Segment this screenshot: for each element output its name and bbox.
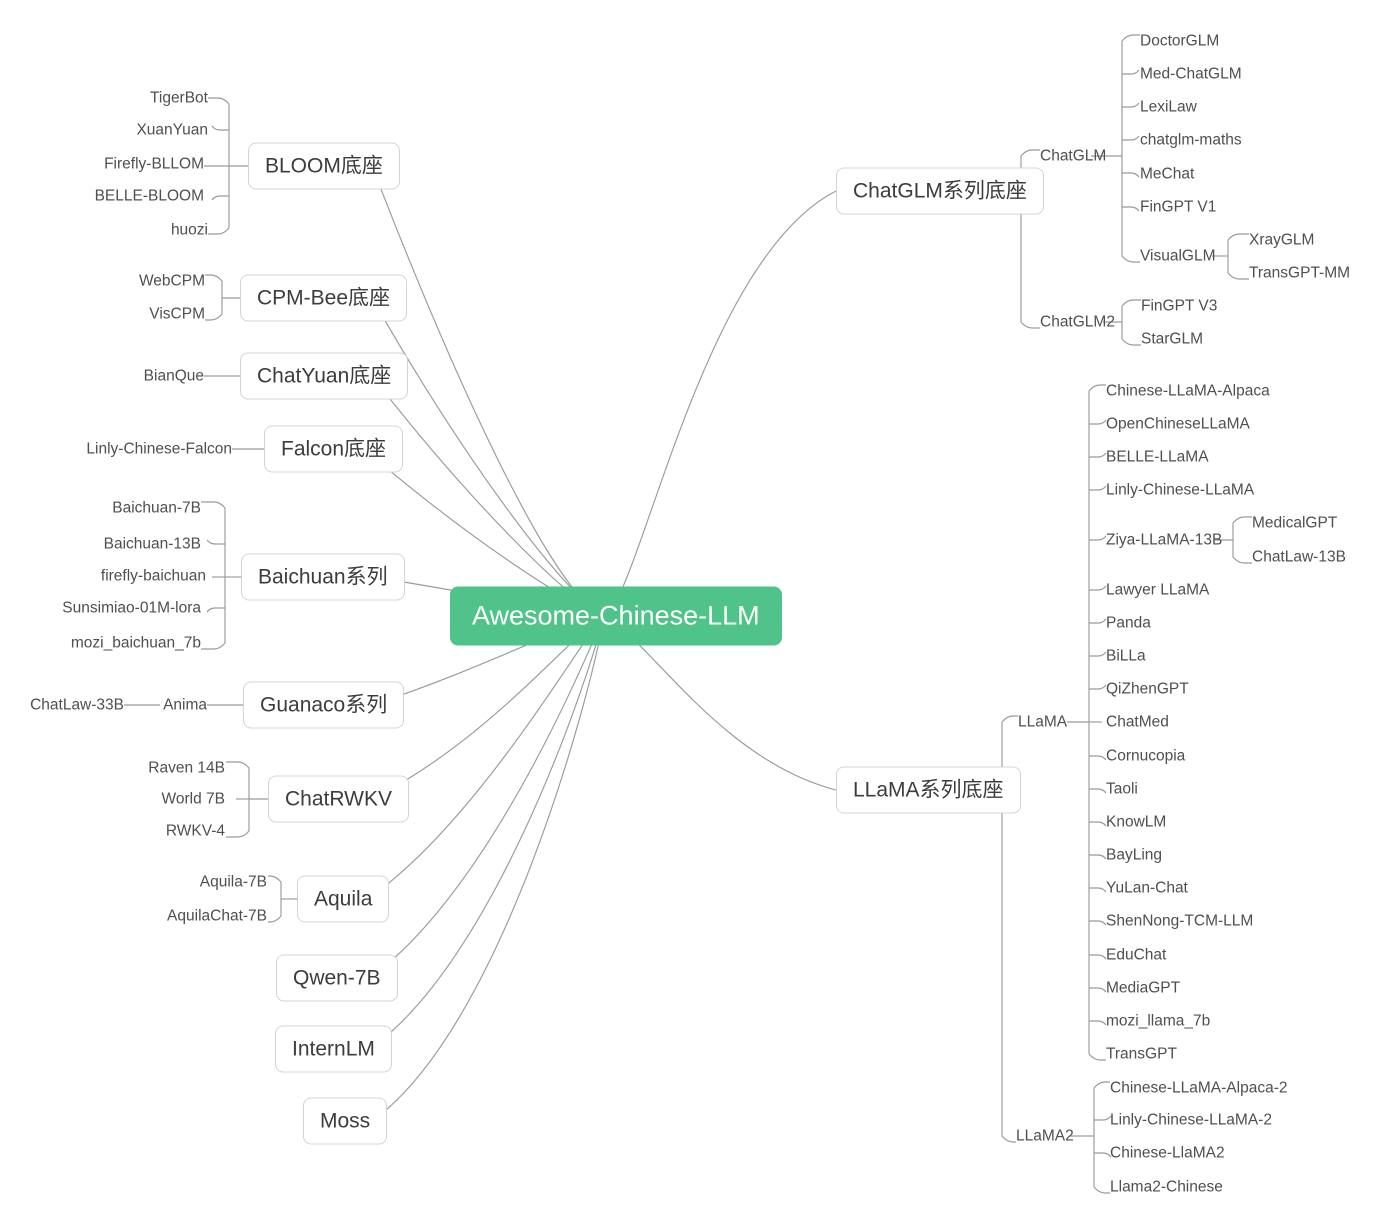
leaf-chatmed[interactable]: ChatMed <box>1106 713 1169 731</box>
leaf-anima[interactable]: Anima <box>163 696 207 714</box>
leaf-belle-llama[interactable]: BELLE-LLaMA <box>1106 448 1209 466</box>
group-llama[interactable]: LLaMA <box>1018 713 1068 731</box>
leaf-panda[interactable]: Panda <box>1106 614 1151 632</box>
group-llama2[interactable]: LLaMA2 <box>1016 1127 1074 1145</box>
leaf-belle-bloom[interactable]: BELLE-BLOOM <box>94 187 204 205</box>
leaf-mediagpt[interactable]: MediaGPT <box>1106 979 1181 997</box>
leaf-med-chatglm[interactable]: Med-ChatGLM <box>1140 65 1242 83</box>
leaf-firefly-bllom[interactable]: Firefly-BLLOM <box>104 155 204 173</box>
leaf-lawyer-llama[interactable]: Lawyer LLaMA <box>1106 581 1210 599</box>
branch-cpm-bee[interactable]: CPM-Bee底座 <box>240 274 408 322</box>
leaf-mozi-llama-7b[interactable]: mozi_llama_7b <box>1106 1012 1211 1030</box>
leaf-webcpm[interactable]: WebCPM <box>138 272 205 290</box>
leaf-taoli[interactable]: Taoli <box>1106 780 1138 798</box>
leaf-starglm[interactable]: StarGLM <box>1141 330 1204 348</box>
leaf-aquila-7b[interactable]: Aquila-7B <box>199 873 267 891</box>
leaf-chinese-llama-alpaca-2[interactable]: Chinese-LLaMA-Alpaca-2 <box>1110 1079 1288 1097</box>
leaf-llama2-chinese[interactable]: Llama2-Chinese <box>1110 1178 1223 1196</box>
leaf-openchinesellama[interactable]: OpenChineseLLaMA <box>1106 415 1250 433</box>
leaf-doctorglm[interactable]: DoctorGLM <box>1140 32 1220 50</box>
leaf-lexilaw[interactable]: LexiLaw <box>1140 98 1197 116</box>
leaf-mozi-baichuan-7b[interactable]: mozi_baichuan_7b <box>70 634 201 652</box>
leaf-viscpm[interactable]: VisCPM <box>149 305 205 323</box>
group-chatglm2[interactable]: ChatGLM2 <box>1040 313 1115 331</box>
leaf-medicalgpt[interactable]: MedicalGPT <box>1252 514 1338 532</box>
branch-llama-series[interactable]: LLaMA系列底座 <box>836 766 1021 814</box>
leaf-qizhengpt[interactable]: QiZhenGPT <box>1106 680 1189 698</box>
branch-guanaco[interactable]: Guanaco系列 <box>243 681 405 729</box>
branch-baichuan[interactable]: Baichuan系列 <box>241 553 405 601</box>
leaf-linly-chinese-falcon[interactable]: Linly-Chinese-Falcon <box>86 440 232 458</box>
leaf-xrayglm[interactable]: XrayGLM <box>1249 231 1315 249</box>
leaf-bayling[interactable]: BayLing <box>1106 846 1163 864</box>
leaf-sunsimiao-01m-lora[interactable]: Sunsimiao-01M-lora <box>62 599 201 617</box>
leaf-mechat[interactable]: MeChat <box>1140 165 1195 183</box>
branch-moss[interactable]: Moss <box>303 1097 388 1145</box>
leaf-xuanyuan[interactable]: XuanYuan <box>136 121 208 139</box>
leaf-visualglm[interactable]: VisualGLM <box>1140 247 1216 265</box>
leaf-educhat[interactable]: EduChat <box>1106 946 1167 964</box>
branch-chatglm-series[interactable]: ChatGLM系列底座 <box>836 167 1044 215</box>
leaf-shennong-tcm-llm[interactable]: ShenNong-TCM-LLM <box>1106 912 1254 930</box>
leaf-bianque[interactable]: BianQue <box>143 367 204 385</box>
group-chatglm[interactable]: ChatGLM <box>1040 147 1107 165</box>
branch-internlm[interactable]: InternLM <box>275 1025 392 1073</box>
branch-aquila[interactable]: Aquila <box>297 875 390 923</box>
leaf-fingpt-v1[interactable]: FinGPT V1 <box>1140 198 1217 216</box>
leaf-huozi[interactable]: huozi <box>170 221 208 239</box>
leaf-billa[interactable]: BiLLa <box>1106 647 1146 665</box>
leaf-chinese-llama-alpaca[interactable]: Chinese-LLaMA-Alpaca <box>1106 382 1270 400</box>
root-node[interactable]: Awesome-Chinese-LLM <box>450 586 782 646</box>
branch-qwen-7b[interactable]: Qwen-7B <box>276 954 398 1002</box>
leaf-chatglm-maths[interactable]: chatglm-maths <box>1140 131 1242 149</box>
leaf-tigerbot[interactable]: TigerBot <box>149 89 208 107</box>
leaf-knowlm[interactable]: KnowLM <box>1106 813 1167 831</box>
leaf-firefly-baichuan[interactable]: firefly-baichuan <box>100 567 206 585</box>
leaf-baichuan-13b[interactable]: Baichuan-13B <box>103 535 201 553</box>
leaf-raven-14b[interactable]: Raven 14B <box>148 759 225 777</box>
leaf-linly-chinese-llama-2[interactable]: Linly-Chinese-LLaMA-2 <box>1110 1111 1272 1129</box>
leaf-ziya-llama-13b[interactable]: Ziya-LLaMA-13B <box>1106 531 1223 549</box>
leaf-baichuan-7b[interactable]: Baichuan-7B <box>112 499 201 517</box>
branch-falcon[interactable]: Falcon底座 <box>264 425 404 473</box>
leaf-chinese-llama2[interactable]: Chinese-LlaMA2 <box>1110 1144 1225 1162</box>
leaf-cornucopia[interactable]: Cornucopia <box>1106 747 1186 765</box>
leaf-linly-chinese-llama[interactable]: Linly-Chinese-LLaMA <box>1106 481 1255 499</box>
branch-chatrwkv[interactable]: ChatRWKV <box>268 775 409 823</box>
leaf-fingpt-v3[interactable]: FinGPT V3 <box>1141 297 1218 315</box>
branch-chatyuan[interactable]: ChatYuan底座 <box>240 352 409 400</box>
leaf-aquilachat-7b[interactable]: AquilaChat-7B <box>167 907 267 925</box>
branch-bloom[interactable]: BLOOM底座 <box>248 142 400 190</box>
leaf-world-7b[interactable]: World 7B <box>161 790 225 808</box>
leaf-transgpt[interactable]: TransGPT <box>1106 1045 1177 1063</box>
leaf-chatlaw-13b[interactable]: ChatLaw-13B <box>1252 548 1346 566</box>
leaf-transgpt-mm[interactable]: TransGPT-MM <box>1249 264 1351 282</box>
leaf-rwkv-4[interactable]: RWKV-4 <box>165 822 225 840</box>
leaf-yulan-chat[interactable]: YuLan-Chat <box>1106 879 1188 897</box>
leaf-chatlaw-33b[interactable]: ChatLaw-33B <box>30 696 124 714</box>
